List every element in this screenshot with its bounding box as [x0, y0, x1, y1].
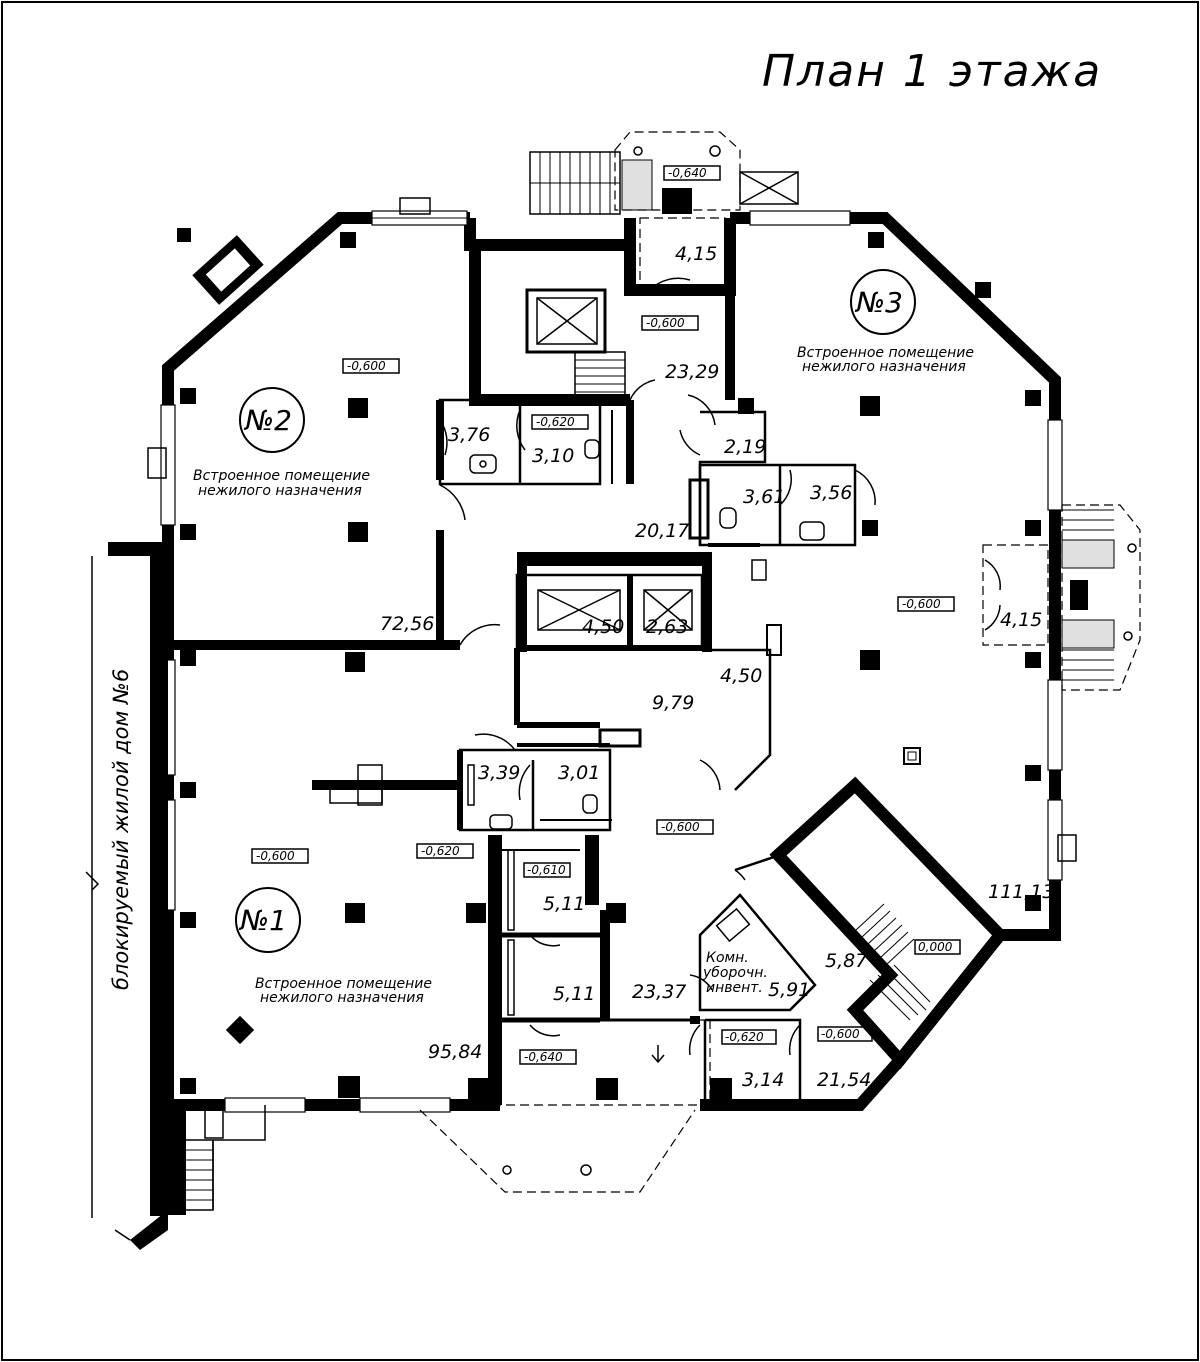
room-area: 5,87 [825, 950, 867, 972]
unit-1-desc-2: нежилого назначения [260, 990, 424, 1006]
room-area: 2,63 [646, 616, 688, 638]
core-stair [574, 351, 626, 401]
room-area: 3,61 [743, 486, 785, 508]
room-area: 3,10 [532, 445, 574, 467]
elevator-shafts [525, 288, 693, 631]
unit-2-desc-2: нежилого назначения [198, 483, 362, 499]
room-area: 5,91 [768, 979, 810, 1001]
cleaning-room-label: Комн. уборочн. инвент. [702, 950, 768, 996]
room-area: 3,39 [478, 762, 520, 784]
unit-2-desc-1: Встроенное помещение [193, 468, 370, 484]
cleaning-room-line-3: инвент. [706, 980, 763, 996]
level-mark: -0,640 [524, 1050, 563, 1064]
unit-3-desc-1: Встроенное помещение [797, 345, 974, 361]
room-area: 23,37 [632, 981, 686, 1003]
interior-walls [168, 218, 1008, 1106]
cleaning-room-line-2: уборочн. [702, 965, 768, 981]
unit-labels: №2 Встроенное помещение нежилого назначе… [193, 269, 974, 1006]
room-area: 20,17 [635, 520, 689, 542]
level-mark: -0,620 [421, 844, 460, 858]
room-area: 2,19 [724, 436, 766, 458]
cleaning-room-line-1: Комн. [706, 950, 749, 966]
unit-3-number: №3 [854, 286, 903, 319]
right-porch [982, 504, 1141, 691]
room-areas: 4,15 23,29 3,76 3,10 72,56 2,19 3,61 3,5… [380, 243, 1054, 1091]
level-mark: 0,000 [918, 940, 953, 954]
room-area: 3,56 [810, 482, 852, 504]
bottom-left-stair [130, 1105, 266, 1250]
room-area: 3,01 [558, 762, 600, 784]
level-mark: -0,600 [821, 1027, 860, 1041]
room-area: 5,11 [553, 983, 595, 1005]
unit-3-desc-2: нежилого назначения [802, 359, 966, 375]
sanitary-fixtures [467, 439, 825, 830]
room-area: 4,15 [675, 243, 717, 265]
adjacent-house-wall [85, 542, 168, 1241]
room-area: 3,76 [448, 424, 490, 446]
room-area: 5,11 [543, 893, 585, 915]
level-mark: -0,600 [347, 359, 386, 373]
room-area: 72,56 [380, 613, 434, 635]
level-mark: -0,620 [536, 415, 575, 429]
level-mark: -0,600 [256, 849, 295, 863]
level-mark: -0,600 [646, 316, 685, 330]
level-mark: -0,600 [902, 597, 941, 611]
unit-1-number: №1 [238, 904, 287, 937]
room-area: 21,54 [817, 1069, 871, 1091]
level-marks: -0,640 -0,600 -0,600 -0,620 -0,600 -0,60… [251, 165, 955, 1065]
room-area: 95,84 [428, 1041, 482, 1063]
plan-title: План 1 этажа [762, 46, 1102, 97]
level-mark: -0,610 [527, 863, 566, 877]
level-mark: -0,620 [725, 1030, 764, 1044]
level-mark: -0,640 [668, 166, 707, 180]
level-mark: -0,600 [661, 820, 700, 834]
unit-2-number: №2 [243, 404, 292, 437]
room-area: 23,29 [665, 361, 719, 383]
room-area: 4,50 [720, 665, 762, 687]
room-area: 3,14 [742, 1069, 784, 1091]
windows [147, 197, 1077, 1113]
room-area: 111,13 [988, 881, 1054, 903]
unit-1-desc-1: Встроенное помещение [255, 976, 432, 992]
adjacent-house-label: блокируемый жилой дом №6 [109, 669, 133, 990]
bottom-porch [419, 1045, 696, 1193]
room-area: 9,79 [652, 692, 694, 714]
door-swings [439, 277, 1001, 1056]
room-area: 4,50 [582, 616, 624, 638]
room-area: 4,15 [1000, 609, 1042, 631]
top-porch [529, 131, 799, 291]
columns [180, 232, 1041, 1100]
